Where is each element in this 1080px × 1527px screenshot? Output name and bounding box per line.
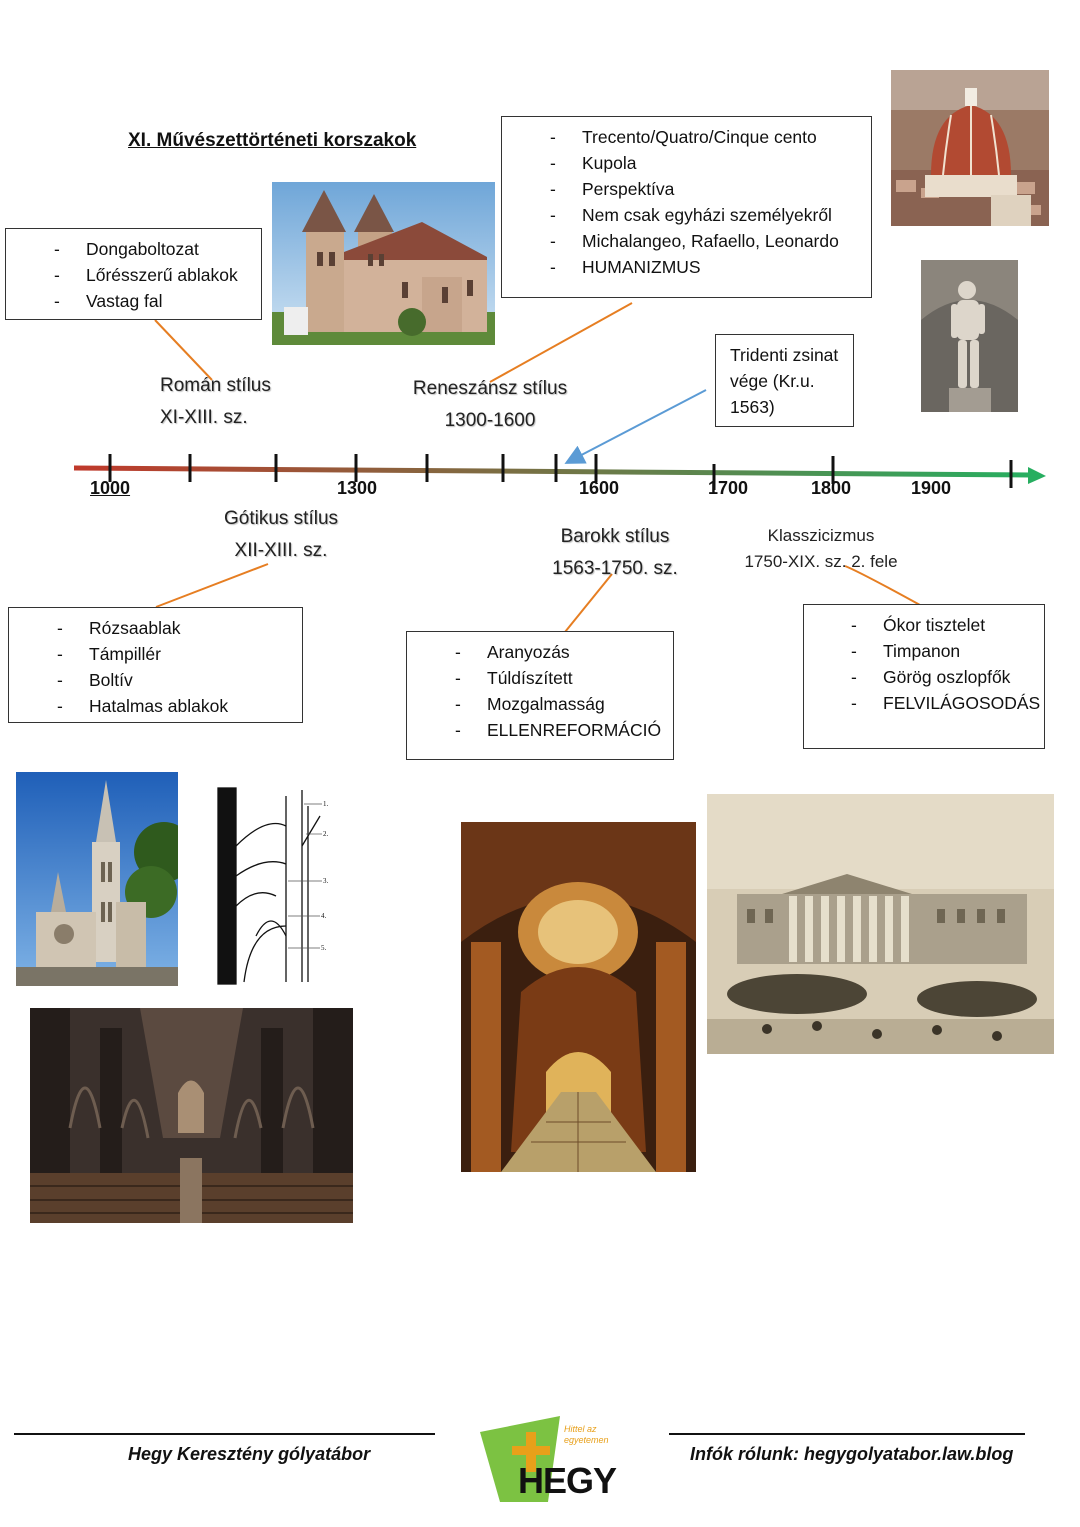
period-classicism-range: 1750-XIX. sz. 2. fele — [744, 552, 898, 571]
gothic-feature-item: Rózsaablak — [57, 615, 302, 641]
gothic-features-box: Rózsaablak Támpillér Boltív Hatalmas abl… — [8, 607, 303, 723]
year-1300: 1300 — [337, 478, 378, 498]
romanesque-church-image — [272, 182, 495, 345]
classicism-feature-item: Ókor tisztelet — [851, 612, 1044, 638]
hegy-logo: HEGY Hittel az egyetemen — [478, 1414, 628, 1506]
classicism-feature-item: Timpanon — [851, 638, 1044, 664]
period-roman-name: Román stílus — [160, 375, 271, 396]
diagram-label-3: 3. — [323, 877, 329, 885]
gothic-interior-image — [30, 1008, 353, 1223]
roman-feature-item: Lőrésszerű ablakok — [54, 262, 261, 288]
connector-lines — [154, 302, 921, 633]
trident-arrow — [564, 389, 707, 464]
roman-feature-item: Vastag fal — [54, 288, 261, 314]
baroque-features-box: Aranyozás Túldíszített Mozgalmasság ELLE… — [406, 631, 674, 760]
classicist-museum-image — [707, 794, 1054, 1054]
classicism-feature-item: Görög oszlopfők — [851, 664, 1044, 690]
year-1900: 1900 — [911, 478, 952, 498]
baroque-feature-item: Túldíszített — [455, 665, 673, 691]
baroque-feature-item: Aranyozás — [455, 639, 673, 665]
timeline-ticks — [108, 454, 1013, 490]
year-1700: 1700 — [708, 478, 749, 498]
gothic-feature-item: Boltív — [57, 667, 302, 693]
classicism-features-box: Ókor tisztelet Timpanon Görög oszlopfők … — [803, 604, 1045, 749]
period-classicism: Klasszicizmus 1750-XIX. sz. 2. fele — [736, 523, 906, 575]
renaissance-feature-item: Trecento/Quatro/Cinque cento — [550, 124, 871, 150]
baroque-interior-image — [461, 822, 696, 1172]
david-statue-image — [921, 260, 1018, 412]
gothic-section-diagram: 1. 2. 3. 4. 5. — [216, 786, 354, 986]
diagram-label-2: 2. — [323, 830, 329, 838]
period-roman: Román stílus XI-XIII. sz. — [160, 370, 271, 434]
timeline-arrowhead — [1028, 467, 1046, 484]
baroque-feature-item: Mozgalmasság — [455, 691, 673, 717]
gothic-church-tower-image — [16, 772, 178, 986]
year-1000: 1000 — [90, 478, 131, 498]
florence-dome-image — [891, 70, 1049, 226]
diagram-label-4: 4. — [321, 912, 327, 920]
renaissance-feature-item: Nem csak egyházi személyekről — [550, 202, 871, 228]
page-title: XI. Művészettörténeti korszakok — [128, 130, 417, 151]
period-gothic: Gótikus stílus XII-XIII. sz. — [216, 503, 346, 567]
period-baroque-range: 1563-1750. sz. — [552, 558, 678, 579]
gothic-feature-item: Hatalmas ablakok — [57, 693, 302, 719]
hegy-logo-tagline: Hittel az egyetemen — [564, 1424, 609, 1445]
roman-features-box: Dongaboltozat Lőrésszerű ablakok Vastag … — [5, 228, 262, 320]
year-1800: 1800 — [811, 478, 852, 498]
footer-rule-right — [669, 1433, 1025, 1435]
footer-left-text: Hegy Keresztény gólyatábor — [128, 1444, 371, 1464]
gothic-feature-item: Támpillér — [57, 641, 302, 667]
timeline-axis — [73, 465, 1031, 478]
period-renaissance-range: 1300-1600 — [444, 410, 536, 431]
period-baroque-name: Barokk stílus — [560, 526, 670, 547]
diagram-label-5: 5. — [321, 944, 327, 952]
footer-right-text: Infók rólunk: hegygolyatabor.law.blog — [690, 1444, 1014, 1464]
renaissance-features-box: Trecento/Quatro/Cinque cento Kupola Pers… — [501, 116, 872, 298]
period-renaissance-name: Reneszánsz stílus — [412, 378, 568, 399]
renaissance-feature-item: Michalangeo, Rafaello, Leonardo — [550, 228, 871, 254]
hegy-logo-mark — [480, 1416, 560, 1502]
baroque-feature-item: ELLENREFORMÁCIÓ — [455, 717, 673, 743]
renaissance-feature-item: Perspektíva — [550, 176, 871, 202]
period-renaissance: Reneszánsz stílus 1300-1600 — [410, 373, 570, 437]
renaissance-feature-item: Kupola — [550, 150, 871, 176]
renaissance-feature-item: HUMANIZMUS — [550, 254, 871, 280]
period-classicism-name: Klasszicizmus — [767, 526, 875, 545]
period-gothic-range: XII-XIII. sz. — [234, 540, 328, 561]
hegy-logo-text: HEGY — [518, 1460, 617, 1501]
diagram-label-1: 1. — [323, 800, 329, 808]
trident-council-box: Tridenti zsinat vége (Kr.u. 1563) — [715, 334, 854, 427]
classicism-feature-item: FELVILÁGOSODÁS — [851, 690, 1044, 716]
period-baroque: Barokk stílus 1563-1750. sz. — [545, 521, 685, 585]
roman-feature-item: Dongaboltozat — [54, 236, 261, 262]
trident-council-text: Tridenti zsinat vége (Kr.u. 1563) — [730, 345, 839, 417]
footer-rule-left — [14, 1433, 435, 1435]
period-gothic-name: Gótikus stílus — [223, 508, 339, 529]
year-1600: 1600 — [579, 478, 620, 498]
period-roman-range: XI-XIII. sz. — [160, 407, 248, 428]
